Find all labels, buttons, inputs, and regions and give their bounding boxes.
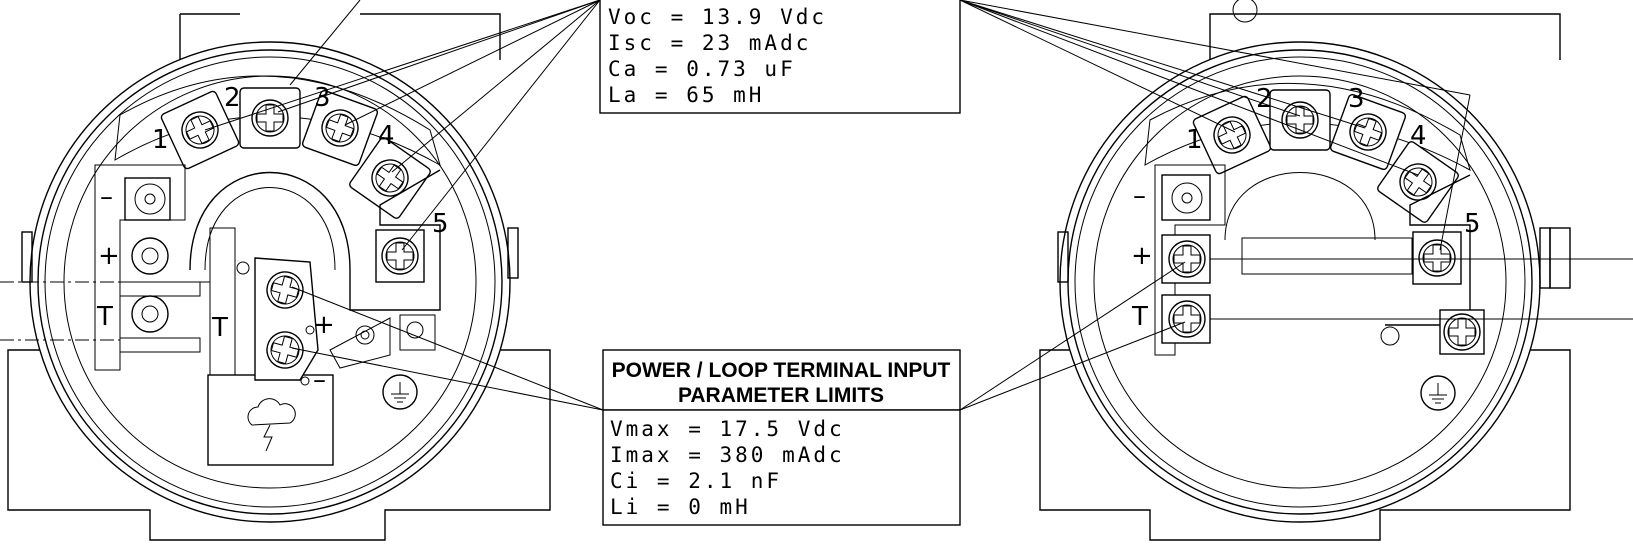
param-li: Li = 0 mH: [610, 495, 751, 519]
param-isc: Isc = 23 mAdc: [608, 31, 811, 55]
block-label-t: T: [96, 302, 113, 332]
plate-label-plus: +: [313, 310, 335, 340]
terminal-label-3: 3: [314, 83, 331, 113]
param-vmax: Vmax = 17.5 Vdc: [610, 417, 845, 441]
terminal-label-3: 3: [1348, 84, 1365, 114]
input-title-line2: PARAMETER LIMITS: [678, 384, 884, 407]
param-voc: Voc = 13.9 Vdc: [608, 5, 827, 29]
terminal-label-2: 2: [1256, 84, 1273, 114]
param-ci: Ci = 2.1 nF: [610, 469, 782, 493]
terminal-label-1: 1: [1186, 125, 1203, 155]
right-labels: 1 2 3 4 5 – + T: [1131, 84, 1481, 332]
right-housing: [1039, 0, 1571, 541]
block-label-plus: +: [1131, 241, 1153, 271]
block-label-minus: –: [100, 182, 113, 212]
terminal-label-5: 5: [432, 209, 449, 239]
block-label-minus: –: [1133, 181, 1146, 211]
terminal-label-4: 4: [378, 121, 395, 151]
plate-label-t: T: [211, 313, 228, 343]
input-title-line1: POWER / LOOP TERMINAL INPUT: [612, 359, 951, 382]
leader-lines: [204, 0, 1471, 411]
left-housing: [7, 13, 551, 541]
block-label-t: T: [1131, 302, 1148, 332]
lightning-cloud-icon: [247, 398, 296, 452]
terminal-label-4: 4: [1410, 121, 1427, 151]
param-la: La = 65 mH: [608, 83, 764, 107]
param-ca: Ca = 0.73 uF: [608, 57, 796, 81]
plate-label-minus: –: [313, 365, 326, 395]
left-labels: 1 2 3 4 5 – + T T + –: [96, 83, 449, 395]
input-parameter-box: POWER / LOOP TERMINAL INPUT PARAMETER LI…: [602, 349, 961, 526]
param-imax: Imax = 380 mAdc: [610, 443, 845, 467]
output-parameter-box: Voc = 13.9 Vdc Isc = 23 mAdc Ca = 0.73 u…: [599, 0, 961, 114]
terminal-label-2: 2: [224, 83, 241, 113]
terminal-label-5: 5: [1464, 209, 1481, 239]
block-label-plus: +: [98, 241, 120, 271]
terminal-label-1: 1: [152, 125, 169, 155]
